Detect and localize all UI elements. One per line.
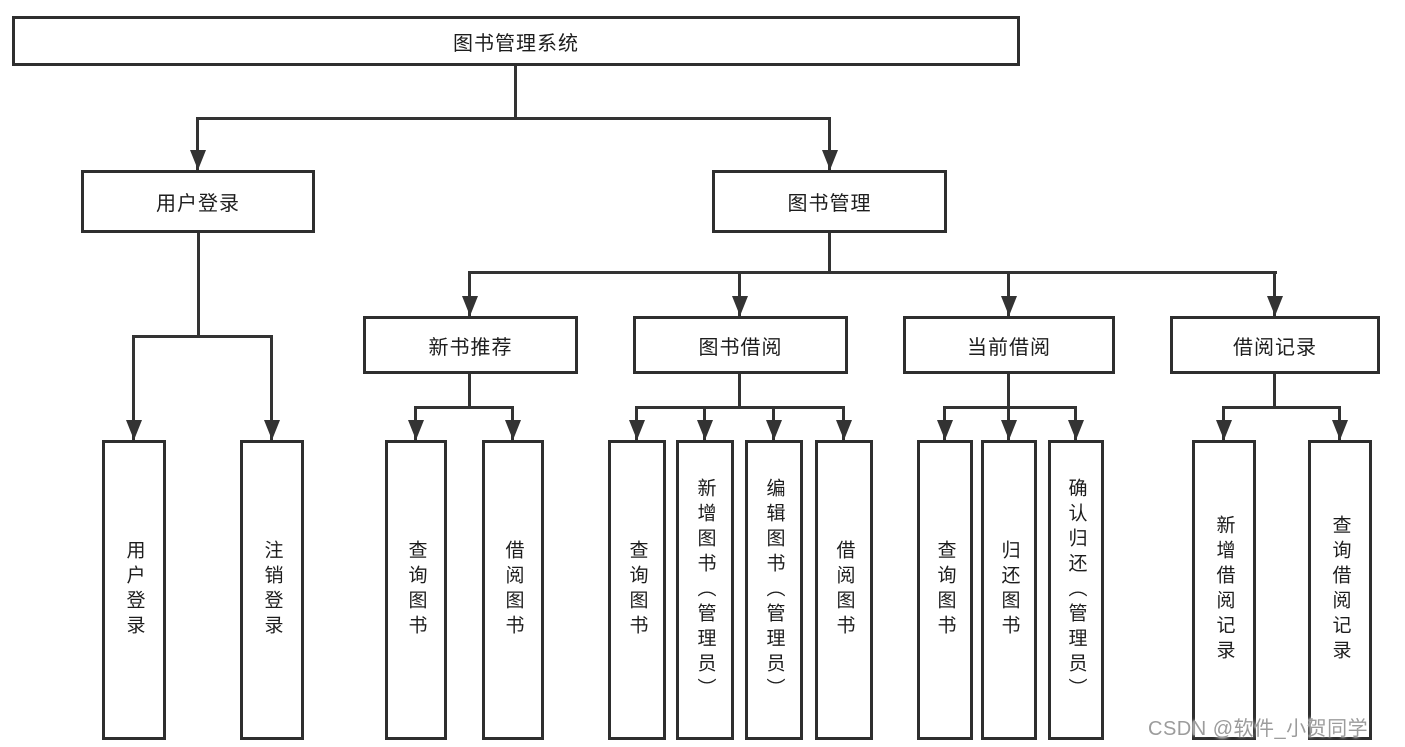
leaf-records-add-borrow-record: 新增借阅记录 [1192,440,1256,740]
connector-arrow [1007,271,1010,316]
connector-arrow [270,335,273,440]
leaf-records-query-borrow-record: 查询借阅记录 [1308,440,1372,740]
connector-arrow [1074,406,1077,440]
node-borrowing-records: 借阅记录 [1170,316,1380,374]
connector-arrow [703,406,706,440]
node-user-login: 用户登录 [81,170,315,233]
leaf-recommend-query-books: 查询图书 [385,440,447,740]
connector-arrow [468,271,471,316]
connector-arrow [828,117,831,170]
leaf-borrowing-borrow-books: 借阅图书 [815,440,873,740]
leaf-recommend-borrow-books: 借阅图书 [482,440,544,740]
connector-line [738,374,741,407]
node-library-system: 图书管理系统 [12,16,1020,66]
node-current-borrowing: 当前借阅 [903,316,1115,374]
leaf-current-query-books: 查询图书 [917,440,973,740]
leaf-user-login: 用户登录 [102,440,166,740]
csdn-watermark: CSDN @软件_小贺同学 [1148,718,1369,740]
node-book-management: 图书管理 [712,170,947,233]
connector-arrow [1338,406,1341,440]
leaf-borrowing-edit-books-admin: 编辑图书（管理员） [745,440,803,740]
node-new-book-recommend: 新书推荐 [363,316,578,374]
leaf-logout: 注销登录 [240,440,304,740]
leaf-current-return-books: 归还图书 [981,440,1037,740]
connector-arrow [132,335,135,440]
connector-arrow [635,406,638,440]
connector-arrow [1222,406,1225,440]
leaf-current-confirm-return-admin: 确认归还（管理员） [1048,440,1104,740]
leaf-borrowing-query-books: 查询图书 [608,440,666,740]
connector-arrow [1273,271,1276,316]
connector-arrow [511,406,514,440]
connector-line [133,335,273,338]
connector-line [1273,374,1276,407]
connector-line [944,406,1077,409]
connector-line [468,374,471,407]
connector-arrow [196,117,199,170]
connector-line [197,117,831,120]
connector-line [197,233,200,336]
connector-arrow [772,406,775,440]
connector-arrow [842,406,845,440]
connector-line [415,406,514,409]
leaf-borrowing-add-books-admin: 新增图书（管理员） [676,440,734,740]
connector-arrow [943,406,946,440]
connector-arrow [738,271,741,316]
connector-line [636,406,845,409]
connector-line [1223,406,1341,409]
connector-arrow [414,406,417,440]
connector-line [469,271,1277,274]
node-book-borrowing: 图书借阅 [633,316,848,374]
connector-line [1007,374,1010,407]
connector-line [514,66,517,120]
connector-arrow [1007,406,1010,440]
connector-line [828,233,831,273]
